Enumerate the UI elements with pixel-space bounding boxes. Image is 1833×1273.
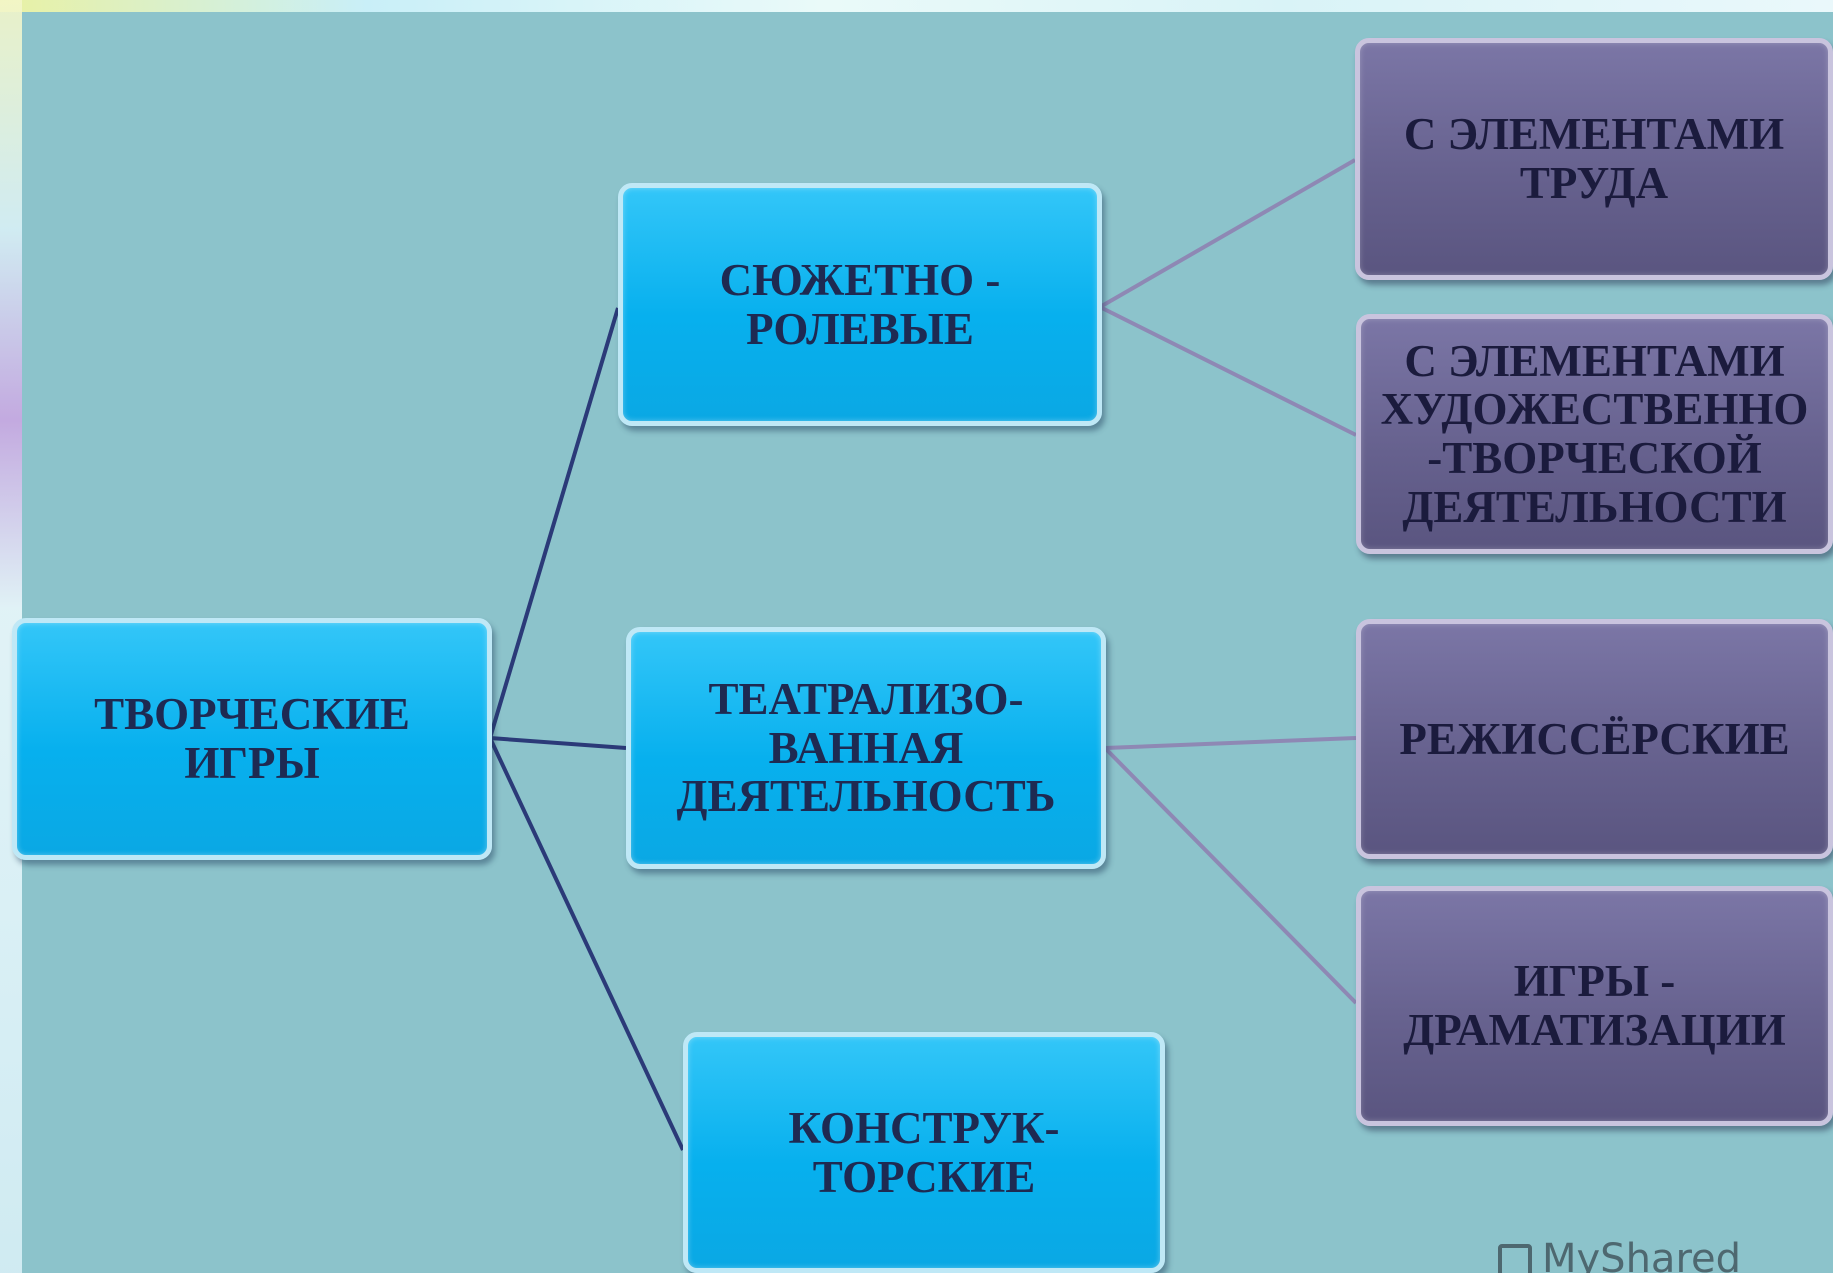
myshared-logo-icon [1498, 1244, 1532, 1273]
node-label: С ЭЛЕМЕНТАМИ ТРУДА [1403, 109, 1785, 208]
connector-syuzhetno-hud [1099, 305, 1357, 437]
node-s-elementami-hudozhestvenno-tvorcheskoy: С ЭЛЕМЕНТАМИ ХУДОЖЕСТВЕННО -ТВОРЧЕСКОЙ Д… [1356, 314, 1833, 554]
node-teatralizovannaya-deyatelnost: ТЕАТРАЛИЗО- ВАННАЯ ДЕЯТЕЛЬНОСТЬ [626, 627, 1106, 869]
connector-syuzhetno-trud [1099, 158, 1356, 309]
node-syuzhetno-rolevye: СЮЖЕТНО - РОЛЕВЫЕ [618, 183, 1102, 426]
left-decorative-glow [0, 0, 22, 1273]
connector-root-konstr [488, 737, 685, 1151]
node-label: РЕЖИССЁРСКИЕ [1399, 713, 1790, 764]
node-tvorcheskie-igry: ТВОРЧЕСКИЕ ИГРЫ [12, 618, 492, 860]
connector-root-teatr [489, 736, 627, 750]
connector-teatr-dram [1103, 746, 1358, 1005]
connector-teatr-rezh [1104, 736, 1357, 750]
node-label: СЮЖЕТНО - РОЛЕВЫЕ [719, 254, 1001, 354]
top-decorative-glow [0, 0, 1833, 12]
node-label: КОНСТРУК- ТОРСКИЕ [788, 1102, 1060, 1202]
node-rezhisserskie: РЕЖИССЁРСКИЕ [1356, 619, 1833, 859]
node-igry-dramatizatsii: ИГРЫ - ДРАМАТИЗАЦИИ [1356, 886, 1833, 1126]
node-konstruktorskie: КОНСТРУК- ТОРСКИЕ [683, 1032, 1165, 1273]
node-label: ТВОРЧЕСКИЕ ИГРЫ [94, 689, 410, 788]
watermark-text: MyShared [1542, 1236, 1742, 1273]
node-s-elementami-truda: С ЭЛЕМЕНТАМИ ТРУДА [1355, 38, 1833, 280]
node-label: ТЕАТРАЛИЗО- ВАННАЯ ДЕЯТЕЛЬНОСТЬ [676, 674, 1056, 822]
watermark: MyShared [1498, 1236, 1741, 1273]
node-label: С ЭЛЕМЕНТАМИ ХУДОЖЕСТВЕННО -ТВОРЧЕСКОЙ Д… [1380, 335, 1809, 532]
connector-root-syuzhetno [488, 307, 620, 739]
node-label: ИГРЫ - ДРАМАТИЗАЦИИ [1403, 956, 1786, 1055]
